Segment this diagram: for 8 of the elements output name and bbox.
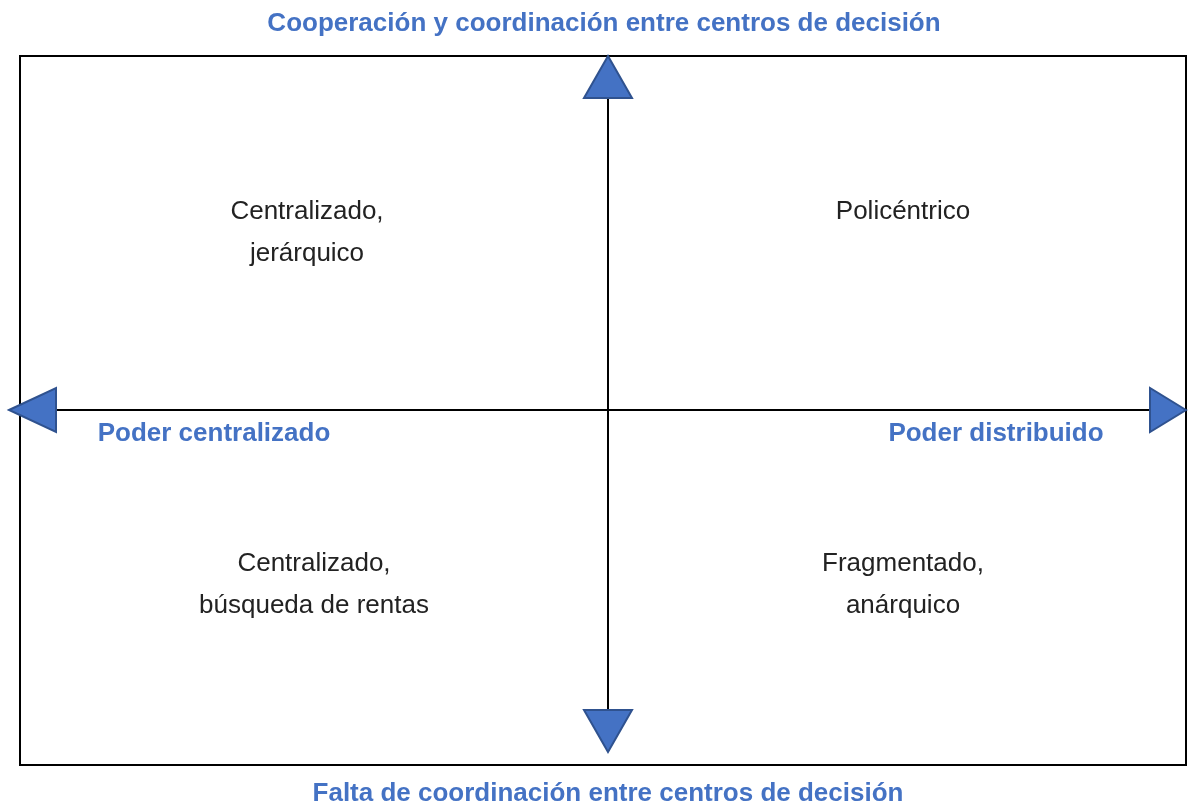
quadrant-label: Policéntrico [834,194,972,227]
axis-label: Poder distribuido [888,416,1104,449]
axis-label: Poder centralizado [97,416,331,449]
quadrant-label: Fragmentado, anárquico [821,546,985,621]
quadrant-label: Centralizado, búsqueda de rentas [198,546,430,621]
axis-label: Cooperación y coordinación entre centros de decisión [267,6,941,39]
axis-label: Falta de coordinación entre centros de decisión [312,776,904,808]
quadrant-label: Centralizado, jerárquico [229,194,385,269]
